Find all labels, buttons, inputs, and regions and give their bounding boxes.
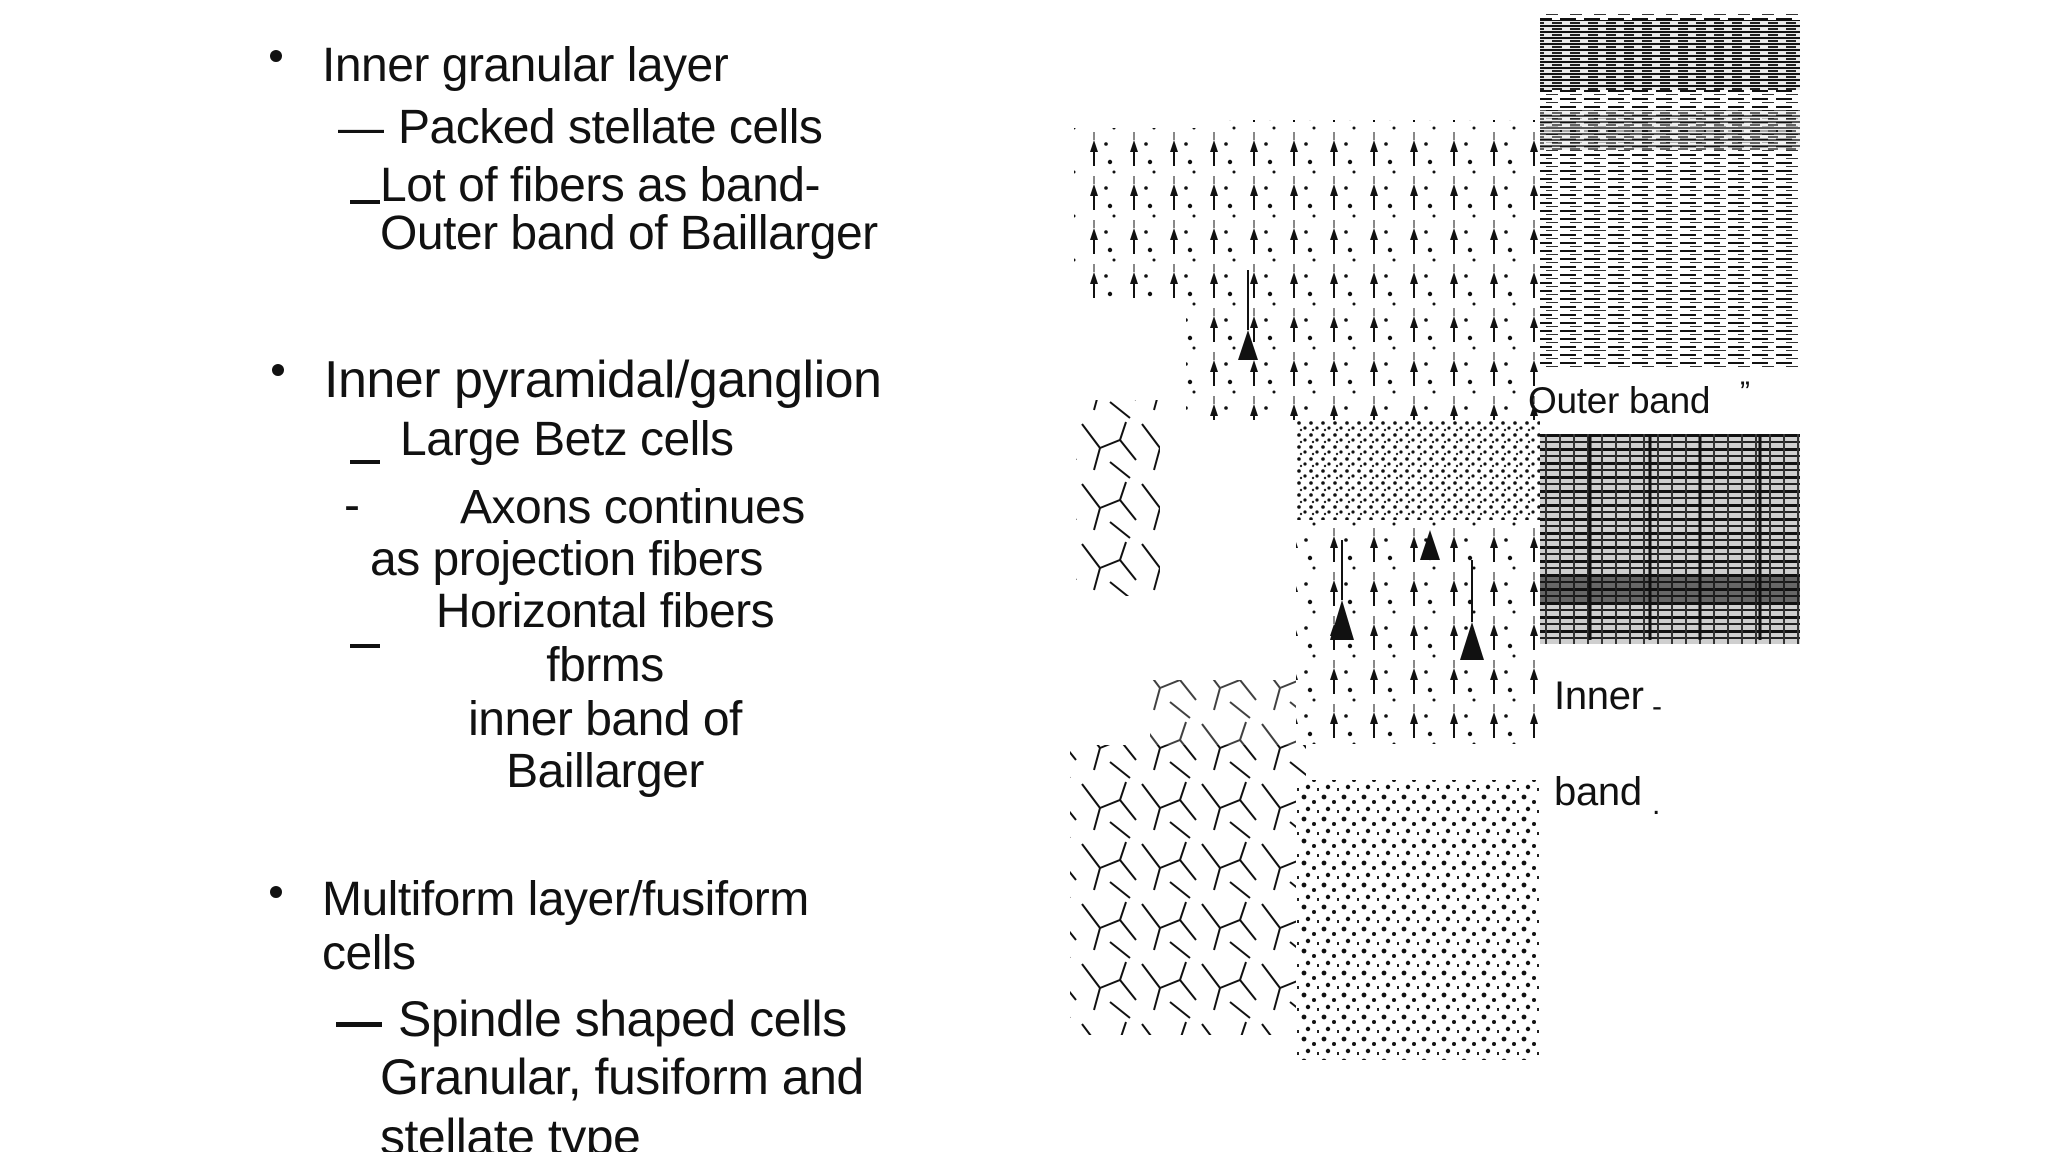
item-dash-mark <box>350 200 380 204</box>
bullet-dot <box>270 886 282 898</box>
item-text: Spindle shaped cells <box>398 991 847 1047</box>
item-text: fbrms <box>546 639 664 692</box>
item-text: Horizontal fibers <box>435 585 775 638</box>
section-heading: cells <box>322 927 416 980</box>
item-text: Baillarger <box>506 745 704 798</box>
figure-label-outer-band: Outer band <box>1528 380 1711 421</box>
figure-label-mark: ” <box>1740 376 1750 409</box>
item-text: Packed stellate cells <box>398 101 823 154</box>
item-dash: — <box>338 101 384 153</box>
item-dash-mark <box>336 1022 382 1027</box>
item-text: as projection fibers <box>370 533 763 586</box>
item-text: Axons continues <box>460 481 805 534</box>
section-heading: Inner pyramidal/ganglion <box>324 351 882 409</box>
item-text: Outer band of Baillarger <box>380 207 878 260</box>
item-text: inner band of <box>468 693 742 746</box>
figure-label-mark: - <box>1652 690 1662 723</box>
figure-label-inner-band: band <box>1554 770 1642 814</box>
item-text: Granular, fusiform and <box>380 1049 864 1105</box>
bullet-dot <box>270 50 282 62</box>
section-heading: Inner granular layer <box>322 39 729 92</box>
figure-label-mark: . <box>1652 788 1661 821</box>
item-dash-mark <box>350 644 380 648</box>
figure-label-inner-band: Inner <box>1554 674 1644 718</box>
item-text: Lot of fibers as band- <box>380 159 820 212</box>
item-text: stellate type <box>380 1109 641 1152</box>
item-dash: - <box>344 479 360 532</box>
bullet-dot <box>272 364 284 376</box>
item-text: Large Betz cells <box>400 413 734 466</box>
item-dash-mark <box>350 460 380 464</box>
section-heading: Multiform layer/fusiform <box>322 873 809 926</box>
